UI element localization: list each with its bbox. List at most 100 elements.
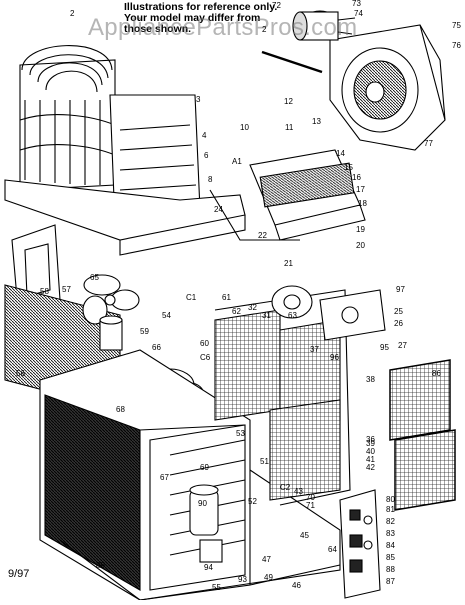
part-label: 89 [96,561,105,570]
part-label: 72 [272,1,281,10]
fan-motor [99,315,123,351]
air-filter-lower [394,429,456,511]
part-label: 4 [202,131,207,140]
part-label: 58 [40,287,49,296]
part-label: 94 [204,563,213,572]
part-label: 68 [116,405,125,414]
part-label: 12 [284,97,293,106]
control-box [209,149,366,241]
part-label: 59 [140,327,149,336]
base-pan [59,469,341,601]
part-label: 53 [236,429,245,438]
part-label: 14 [336,149,345,158]
part-label: 66 [152,343,161,352]
part-label: 84 [386,541,395,550]
part-label: 83 [386,529,395,538]
part-label: 67 [160,473,169,482]
part-label: 65 [90,273,99,282]
part-label: 13 [312,117,321,126]
part-label: 63 [288,311,297,320]
part-label: 86 [432,369,441,378]
part-label: 70 [306,493,315,502]
part-label: 11 [285,123,294,132]
part-label: 41 [366,455,375,464]
part-label: 56 [16,369,25,378]
evaporator-coil [19,45,116,191]
part-label: A1 [232,157,242,166]
motor-capacitor [271,285,313,319]
air-filter-upper [389,359,451,441]
part-label: 55 [212,583,221,592]
blower-scroll-housing [329,24,446,151]
part-label: 49 [264,573,273,582]
part-label: 57 [62,285,71,294]
part-label: 81 [386,505,395,514]
part-label: 93 [238,575,247,584]
watermark: AppliancePartsPros.com [88,14,358,41]
part-label: 10 [240,123,249,132]
part-label: 73 [352,0,361,8]
reference-note-line-3: those shown. [124,23,192,35]
front-panel-grille [214,289,351,506]
part-label: 85 [386,553,395,562]
part-label: 20 [356,241,365,250]
base-tray-upper [4,179,246,256]
reference-note-line-2: Your model may differ from [124,12,261,24]
part-label: 3 [196,95,201,104]
reference-note-line-1: Illustrations for reference only. [124,1,278,13]
part-label: 54 [162,311,171,320]
part-label: 18 [358,199,367,208]
part-label: 64 [328,545,337,554]
part-label: 61 [222,293,231,302]
part-label: 60 [200,339,209,348]
part-label: 40 [366,447,375,456]
part-label: 77 [424,139,433,148]
part-label: 24 [214,205,223,214]
part-label: 43 [294,487,303,496]
part-label: 97 [396,285,405,294]
part-label: 69 [200,463,209,472]
part-label: 27 [398,341,407,350]
part-label: 96 [330,353,339,362]
part-label: C6 [200,353,211,362]
part-label: 36 [366,435,375,444]
part-label: 95 [380,343,389,352]
part-label: 74 [354,9,363,18]
compressor [189,484,223,563]
control-panel [339,489,381,599]
part-label: 32 [248,303,257,312]
part-label: 51 [260,457,269,466]
thermostat-assembly [319,289,386,341]
part-label: 2 [262,25,267,34]
part-label: 8 [208,175,213,184]
part-label: 87 [386,577,395,586]
part-label: 47 [262,555,271,564]
part-label: 2 [70,9,75,18]
part-label: 17 [356,185,365,194]
part-label: 46 [292,581,301,590]
blower-motor [292,10,356,41]
part-label: 52 [248,497,257,506]
part-label: 31 [262,311,271,320]
part-label: C1 [186,293,197,302]
part-label: 42 [366,463,375,472]
date-code: 9/97 [8,568,30,580]
part-label: 76 [452,41,461,50]
part-label: 6 [204,151,209,160]
part-label: 62 [232,307,241,316]
condenser-fan-blade [82,274,140,325]
part-label: 19 [356,225,365,234]
reference-note: Illustrations for reference only. Your m… [124,2,277,35]
part-label: 15 [344,163,353,172]
part-label: 45 [300,531,309,540]
part-label: 37 [310,345,319,354]
part-label: 90 [198,499,207,508]
part-label: 80 [386,495,395,504]
part-label: 21 [284,259,293,268]
part-label: 82 [386,517,395,526]
part-label: 25 [394,307,403,316]
part-label: 22 [258,231,267,240]
